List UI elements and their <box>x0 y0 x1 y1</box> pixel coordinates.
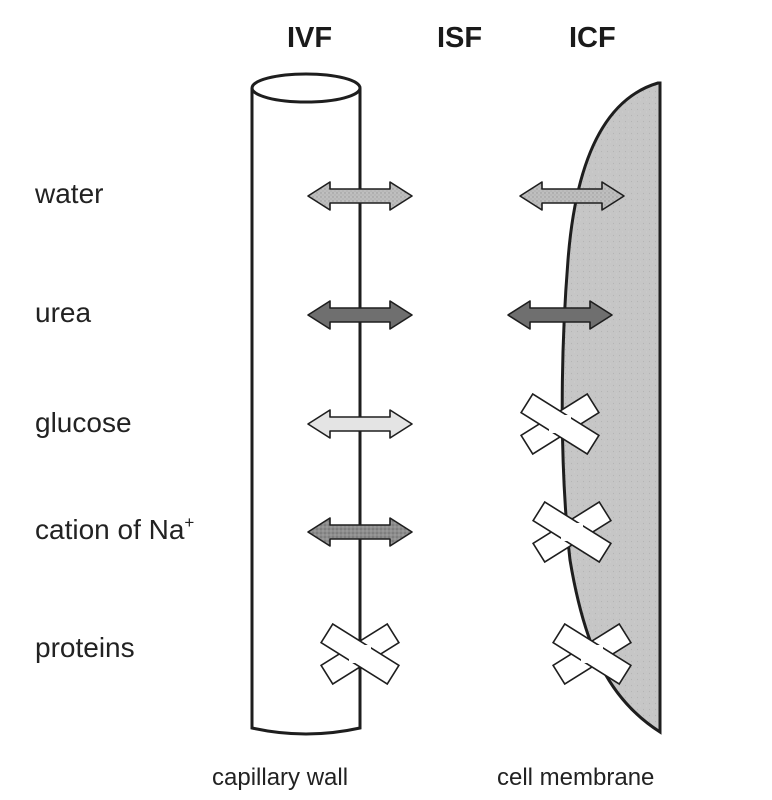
row-label-sodium-cation: cation of Na+ <box>35 513 195 545</box>
row-label-glucose: glucose <box>35 407 132 438</box>
capillary-tube <box>250 72 362 736</box>
membrane-blocked-icon-sodium-cation <box>531 500 613 564</box>
header-ivf: IVF <box>287 22 333 54</box>
row-label-proteins: proteins <box>35 632 135 663</box>
wall-arrow-sodium-cation <box>307 517 413 547</box>
wall-arrow-glucose <box>307 409 413 439</box>
membrane-arrow-water <box>519 181 625 211</box>
row-label-urea: urea <box>35 297 92 328</box>
membrane-blocked-icon-proteins <box>551 622 633 686</box>
header-icf: ICF <box>569 22 616 54</box>
row-label-water: water <box>35 178 104 209</box>
caption-cell-membrane: cell membrane <box>497 764 655 791</box>
caption-capillary-wall: capillary wall <box>212 764 349 791</box>
wall-arrow-urea <box>307 300 413 330</box>
header-isf: ISF <box>437 22 483 54</box>
membrane-blocked-icon-glucose <box>519 392 601 456</box>
wall-blocked-icon-proteins <box>319 622 401 686</box>
wall-arrow-water <box>307 181 413 211</box>
membrane-arrow-urea <box>507 300 613 330</box>
